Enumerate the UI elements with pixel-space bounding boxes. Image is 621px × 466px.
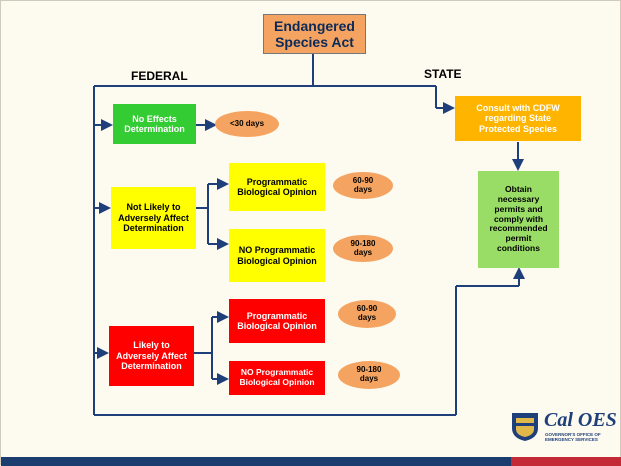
- laa-programmatic-box: Programmatic Biological Opinion: [229, 299, 325, 343]
- federal-label: FEDERAL: [131, 69, 188, 83]
- no-effects-days-oval: <30 days: [215, 111, 279, 137]
- laa-no-programmatic-box: NO Programmatic Biological Opinion: [229, 361, 325, 395]
- laa-box: Likely to Adversely Affect Determination: [109, 326, 194, 386]
- consult-cdfw-box: Consult with CDFW regarding State Protec…: [455, 96, 581, 141]
- title-box: Endangered Species Act: [263, 14, 366, 54]
- cal-oes-logo-subtitle: GOVERNOR'S OFFICE OF EMERGENCY SERVICES: [545, 432, 601, 443]
- no-effects-box: No Effects Determination: [113, 104, 196, 144]
- nlaa-no-programmatic-days-oval: 90-180 days: [333, 235, 393, 262]
- nlaa-no-programmatic-box: NO Programmatic Biological Opinion: [229, 229, 325, 282]
- obtain-permits-box: Obtain necessary permits and comply with…: [478, 171, 559, 268]
- cal-oes-logo: Cal OES GOVERNOR'S OFFICE OF EMERGENCY S…: [509, 409, 617, 443]
- cal-oes-logo-name: Cal OES: [544, 409, 617, 431]
- nlaa-programmatic-days-oval: 60-90 days: [333, 172, 393, 199]
- footer-bar-blue: [1, 457, 511, 466]
- laa-programmatic-days-oval: 60-90 days: [338, 300, 396, 328]
- cal-oes-shield-icon: [512, 413, 538, 441]
- laa-no-programmatic-days-oval: 90-180 days: [338, 361, 400, 389]
- nlaa-box: Not Likely to Adversely Affect Determina…: [111, 187, 196, 249]
- footer-bar-red: [511, 457, 621, 466]
- nlaa-programmatic-box: Programmatic Biological Opinion: [229, 163, 325, 211]
- state-label: STATE: [424, 67, 462, 81]
